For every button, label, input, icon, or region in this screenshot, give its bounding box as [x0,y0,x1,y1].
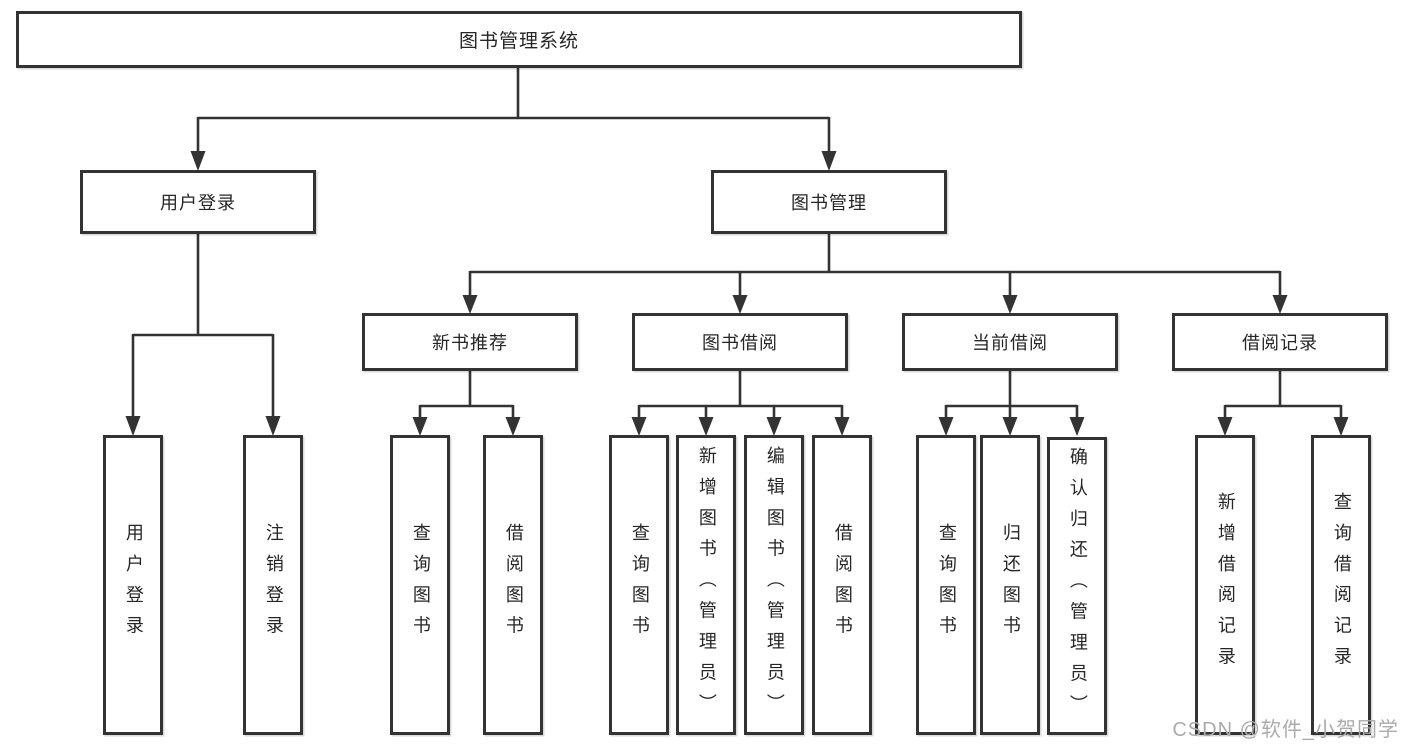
leaf-current-confirm-return-admin: 确认归还（管理员） [1047,437,1107,735]
leaf-logout: 注销登录 [243,435,303,735]
node-new-book-recommend: 新书推荐 [362,313,578,371]
node-root-system: 图书管理系统 [16,11,1022,68]
node-label: 用户登录 [160,193,236,213]
leaf-current-query-books: 查询图书 [916,435,976,735]
node-label: 用户登录 [123,523,144,647]
node-label: 借阅图书 [832,523,853,647]
leaf-borrow-add-books-admin: 新增图书（管理员） [676,435,736,735]
node-user-login: 用户登录 [80,170,316,234]
node-label: 新增图书（管理员） [696,445,717,725]
node-borrow-records: 借阅记录 [1172,313,1388,371]
node-label: 查询借阅记录 [1331,492,1352,678]
node-label: 查询图书 [410,523,431,647]
node-label: 图书借阅 [702,333,778,353]
node-label: 确认归还（管理员） [1067,446,1088,726]
node-label: 借阅记录 [1242,333,1318,353]
node-label: 查询图书 [936,523,957,647]
watermark-csdn: CSDN @软件_小贺同学 [1172,719,1399,741]
leaf-recommend-query-books: 查询图书 [390,435,450,735]
leaf-user-login: 用户登录 [103,435,163,735]
leaf-current-return-books: 归还图书 [980,435,1040,735]
leaf-borrow-edit-books-admin: 编辑图书（管理员） [744,435,804,735]
leaf-borrow-query-books: 查询图书 [609,435,669,735]
node-label: 借阅图书 [503,523,524,647]
node-label: 图书管理系统 [458,31,579,52]
leaf-borrow-borrow-books: 借阅图书 [812,435,872,735]
node-label: 新增借阅记录 [1215,492,1236,678]
node-label: 注销登录 [263,523,284,647]
node-book-borrow: 图书借阅 [632,313,848,371]
leaf-records-add-borrow-record: 新增借阅记录 [1195,435,1255,735]
node-label: 归还图书 [1000,523,1021,647]
node-label: 当前借阅 [972,333,1048,353]
leaf-recommend-borrow-books: 借阅图书 [483,435,543,735]
node-label: 新书推荐 [432,333,508,353]
node-label: 编辑图书（管理员） [764,445,785,725]
node-current-borrow: 当前借阅 [902,313,1118,371]
node-book-management: 图书管理 [711,170,947,234]
node-label: 查询图书 [629,523,650,647]
leaf-records-query-borrow-record: 查询借阅记录 [1311,435,1371,735]
node-label: 图书管理 [791,193,867,213]
